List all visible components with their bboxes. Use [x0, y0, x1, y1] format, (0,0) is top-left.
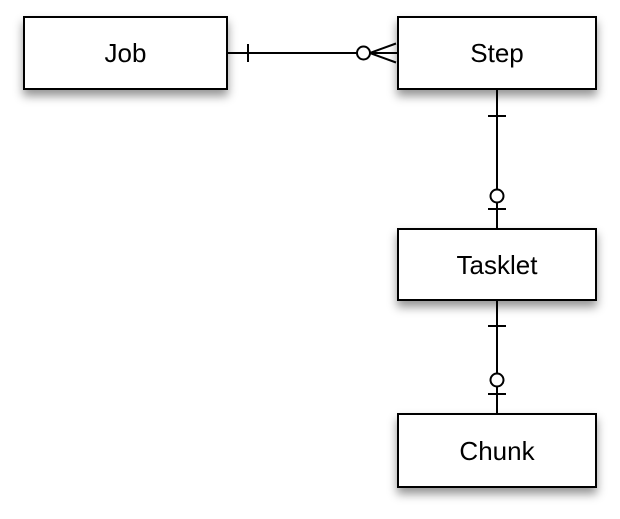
entity-job: Job [23, 16, 228, 90]
connector-job-step [228, 42, 397, 64]
entity-step-label: Step [470, 38, 524, 68]
entity-job-label: Job [104, 38, 147, 68]
connector-tasklet-chunk [488, 301, 506, 413]
zero-circle-icon [489, 188, 505, 204]
connector-step-tasklet [488, 90, 506, 228]
zero-circle-icon [356, 45, 371, 61]
entity-tasklet: Tasklet [397, 228, 597, 301]
crow-foot-many-icon [369, 42, 397, 64]
entity-tasklet-label: Tasklet [456, 249, 538, 280]
entity-chunk-label: Chunk [459, 435, 535, 466]
entity-chunk: Chunk [397, 413, 597, 488]
zero-circle-icon [489, 372, 505, 388]
entity-step: Step [397, 16, 597, 90]
